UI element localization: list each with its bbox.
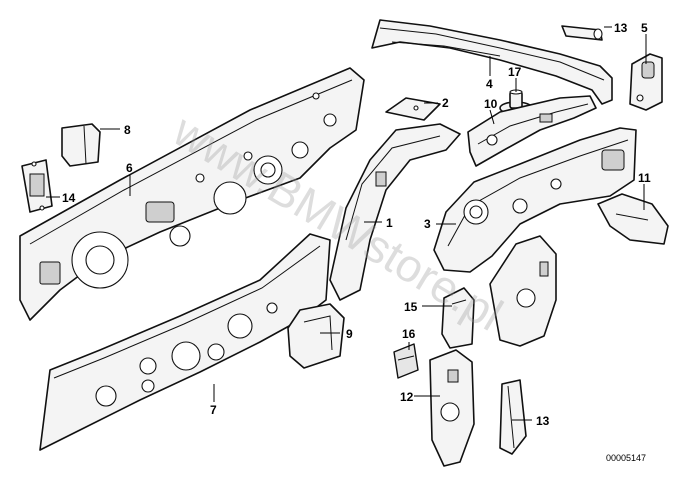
part-1-side-member [329,123,461,301]
callout-8: 8 [124,123,131,137]
part-5-bracket [629,53,663,111]
callout-9: 9 [346,327,353,341]
callout-10: 10 [484,97,498,111]
callout-2: 2 [442,96,449,110]
callout-13-bottom: 13 [536,414,550,428]
callout-16: 16 [402,327,416,341]
callout-1: 1 [386,216,393,230]
part-13-strip-top [561,25,603,41]
part-4-upper-rail [371,19,613,105]
callout-12: 12 [400,390,414,404]
part-13-seal-strip [499,379,527,455]
part-6-bulkhead-panel [19,67,365,321]
callout-11: 11 [638,171,651,185]
part-9-bracket [287,303,345,369]
callout-7: 7 [210,403,217,417]
diagram-id-label: 00005147 [606,453,646,463]
callout-15: 15 [404,300,418,314]
part-16-clip [393,343,419,379]
part-8-cover [61,123,101,167]
part-7-lower-panel [39,233,331,451]
part-14-sensor [21,159,53,213]
callout-13-top: 13 [614,21,628,35]
callout-14: 14 [62,191,76,205]
part-11-gusset [597,193,669,245]
part-3-wheel-arch [433,127,637,273]
leader-lines [46,26,647,421]
part-2-plate [385,97,441,121]
part-10-rear-member [467,95,597,167]
callout-5: 5 [641,21,648,35]
callout-17: 17 [508,65,522,79]
rear-column [489,235,557,347]
callout-3: 3 [424,217,431,231]
part-12-pillar [429,349,475,467]
callout-4: 4 [486,77,493,91]
part-15-bracket [441,287,475,349]
callout-6: 6 [126,161,133,175]
